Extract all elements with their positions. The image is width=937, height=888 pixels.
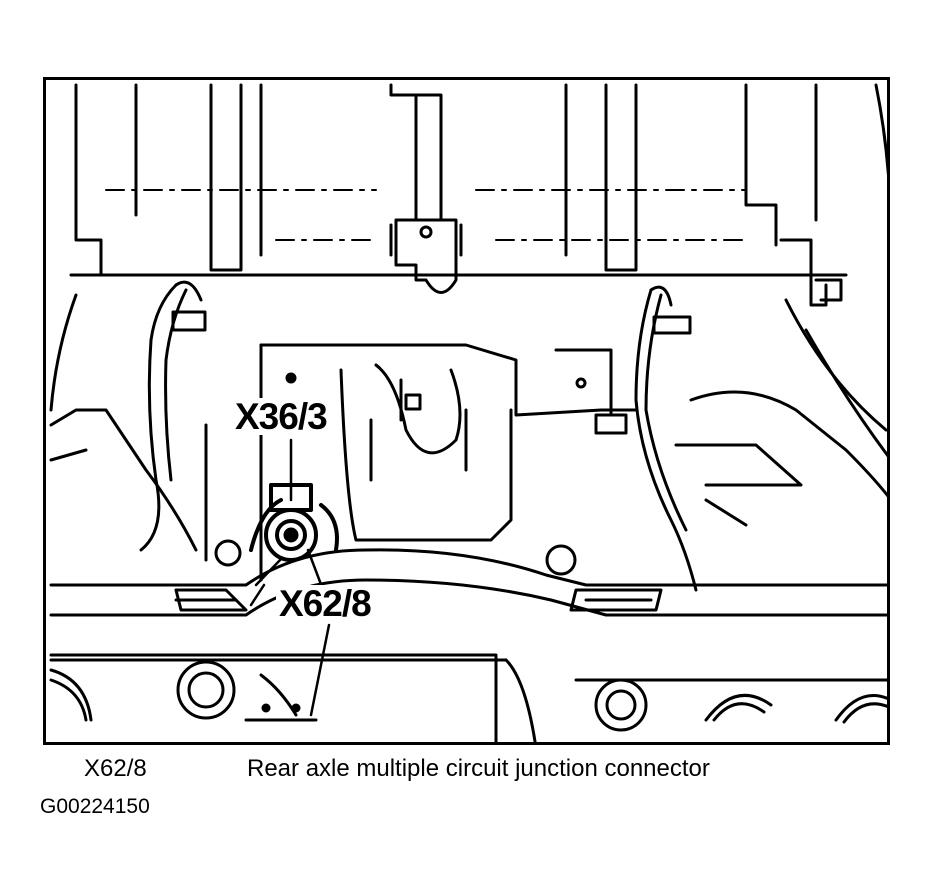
callout-x62-8: X62/8 — [276, 585, 374, 622]
right-mount-bracket — [779, 238, 843, 307]
top-frame-rails — [74, 83, 887, 277]
legend-description: Rear axle multiple circuit junction conn… — [247, 755, 710, 782]
differential-housing — [204, 343, 638, 582]
lower-subframe — [49, 653, 887, 742]
legend-code: X62/8 — [84, 755, 147, 782]
right-wiring-harness — [634, 285, 698, 592]
axle-tube — [49, 548, 887, 617]
diagram-frame: X36/3 X62/8 — [43, 77, 890, 745]
center-mount-bracket — [389, 218, 463, 294]
left-wiring-harness — [139, 280, 207, 552]
rear-axle-drawing — [49, 83, 887, 742]
junction-connector-cluster — [249, 372, 339, 562]
figure-id: G00224150 — [40, 795, 150, 818]
callout-x36-3: X36/3 — [232, 398, 330, 435]
left-body-panel — [49, 293, 198, 552]
right-body-panel — [674, 298, 887, 527]
callout-leader-lines — [249, 438, 331, 717]
reference-lines — [105, 189, 747, 241]
